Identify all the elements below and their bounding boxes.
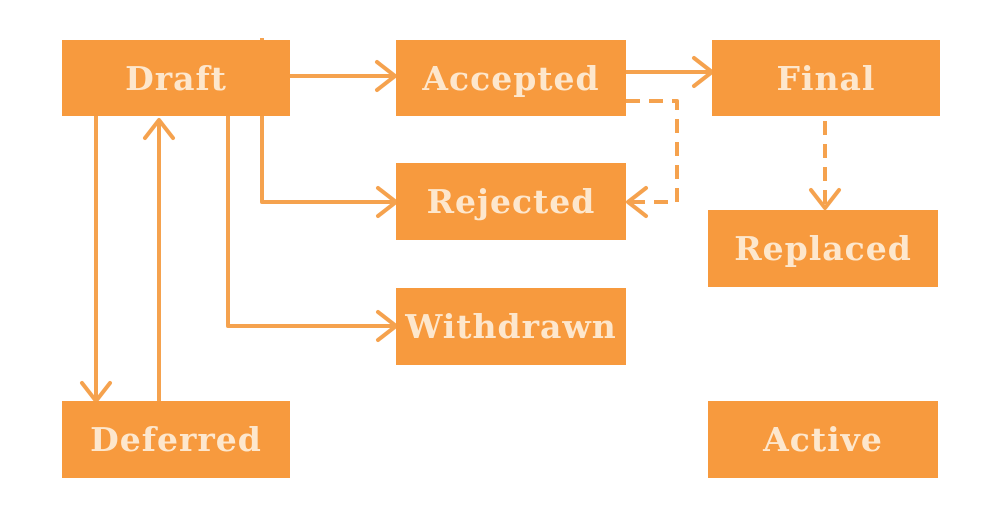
state-active: Active <box>708 401 938 478</box>
state-label: Deferred <box>90 420 262 459</box>
state-label: Rejected <box>426 182 596 221</box>
state-label: Final <box>776 58 876 98</box>
edge-final-replaced <box>809 121 841 210</box>
edge-draft-accepted <box>290 60 397 92</box>
state-final: Final <box>712 40 940 116</box>
state-label: Active <box>763 420 883 459</box>
state-label: Draft <box>125 58 227 98</box>
edge-deferred-draft <box>143 118 175 401</box>
edge-draft-deferred <box>80 116 112 403</box>
state-label: Withdrawn <box>405 307 617 346</box>
state-label: Accepted <box>422 58 600 98</box>
state-accepted: Accepted <box>396 40 626 116</box>
state-withdrawn: Withdrawn <box>396 288 626 365</box>
edge-draft-withdrawn <box>226 116 398 342</box>
state-label: Replaced <box>734 229 912 268</box>
state-draft: Draft <box>62 40 290 116</box>
state-replaced: Replaced <box>708 210 938 287</box>
edge-accepted-final <box>626 56 714 88</box>
state-rejected: Rejected <box>396 163 626 240</box>
edge-accepted-rejected <box>626 99 679 218</box>
state-deferred: Deferred <box>62 401 290 478</box>
